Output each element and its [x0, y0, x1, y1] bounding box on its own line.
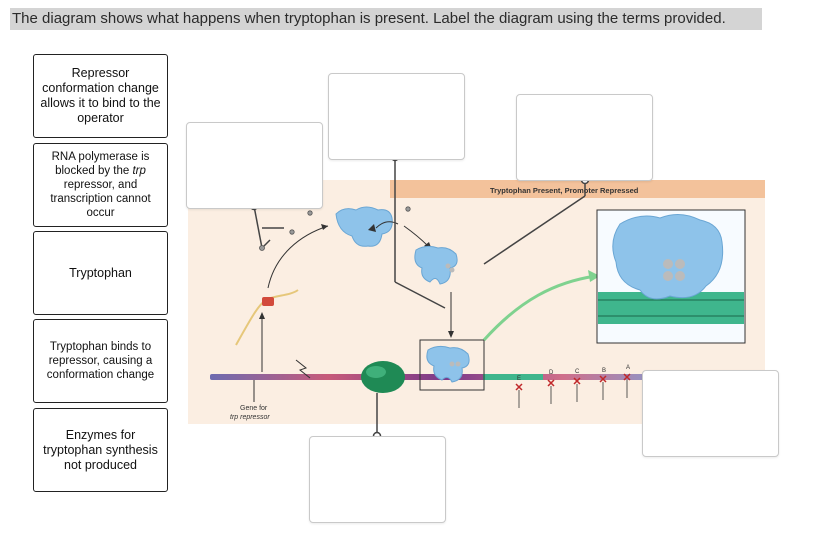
drop-target-5[interactable] [309, 436, 446, 523]
term-text-part: repressor, and transcription cannot occu… [50, 179, 151, 219]
operator-box [419, 339, 485, 391]
dna-break-mark [295, 359, 311, 379]
zoom-arrow [482, 274, 597, 342]
tryptophan-molecules [253, 205, 411, 251]
term-enzymes-not-produced[interactable]: Enzymes for tryptophan synthesis not pro… [33, 408, 168, 492]
ribosome [262, 297, 274, 306]
term-label: RNA polymerase is blocked by the trp rep… [40, 150, 161, 220]
banner-text: Tryptophan Present, Promoter Repressed [490, 186, 639, 195]
gene-letter: C [575, 369, 580, 375]
term-repressor-conformation[interactable]: Repressor conformation change allows it … [33, 54, 168, 138]
drop-target-4[interactable] [642, 370, 779, 457]
gene-label-line1: Gene for [240, 405, 268, 412]
term-tryptophan-binds[interactable]: Tryptophan binds to repressor, causing a… [33, 319, 168, 403]
instruction-text: The diagram shows what happens when tryp… [10, 8, 762, 30]
gene-letter: E [517, 376, 521, 382]
inactive-repressor [335, 206, 393, 247]
bound-repressor [426, 345, 470, 383]
gene-letter: B [602, 368, 606, 374]
active-repressor [414, 245, 458, 285]
drop-target-2[interactable] [328, 73, 465, 160]
blocked-crosses [515, 373, 631, 391]
term-rna-polymerase-blocked[interactable]: RNA polymerase is blocked by the trp rep… [33, 143, 168, 227]
term-label: Enzymes for tryptophan synthesis not pro… [43, 427, 158, 472]
drop-target-1[interactable] [186, 122, 323, 209]
gene-label-line2: trp repressor [230, 414, 270, 421]
rna-polymerase [361, 361, 405, 393]
term-text-part: RNA polymerase is blocked by the [51, 151, 150, 177]
operon-genes: E D C B A [517, 365, 630, 382]
gene-letter: D [549, 370, 554, 376]
banner [390, 180, 765, 198]
term-label: Tryptophan binds to repressor, causing a… [46, 341, 155, 381]
term-tryptophan[interactable]: Tryptophan [33, 231, 168, 315]
term-label: Repressor conformation change allows it … [40, 66, 161, 125]
term-label: Tryptophan [69, 265, 132, 280]
term-italic-part: trp [132, 165, 146, 177]
drop-target-3[interactable] [516, 94, 653, 181]
gene-letter: A [626, 365, 630, 371]
arrow-translation [267, 225, 329, 289]
zoom-repressor [612, 214, 724, 300]
